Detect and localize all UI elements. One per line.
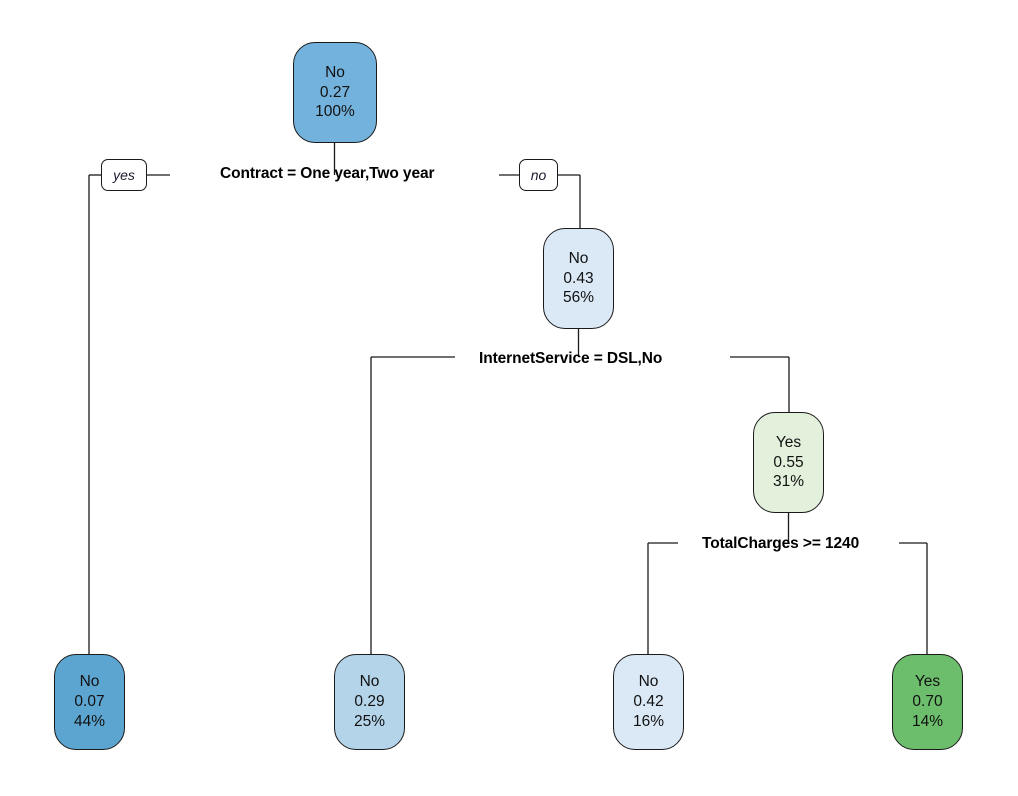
- tree-node-leaf-070[interactable]: Yes 0.70 14%: [892, 654, 963, 750]
- node-class-label: Yes: [775, 433, 802, 451]
- node-class-label: No: [325, 63, 345, 81]
- node-percent: 25%: [353, 712, 386, 730]
- tree-node-leaf-007[interactable]: No 0.07 44%: [54, 654, 125, 750]
- node-probability: 0.70: [912, 693, 943, 711]
- node-probability: 0.55: [773, 453, 804, 471]
- node-probability: 0.29: [354, 693, 385, 711]
- node-percent: 16%: [632, 712, 665, 730]
- tree-node-043[interactable]: No 0.43 56%: [543, 228, 614, 329]
- node-class-label: No: [79, 673, 100, 691]
- node-probability: 0.43: [563, 269, 594, 287]
- node-class-label: Yes: [914, 673, 941, 691]
- node-percent: 14%: [911, 712, 944, 730]
- branch-label-no[interactable]: no: [519, 159, 558, 191]
- tree-node-leaf-042[interactable]: No 0.42 16%: [613, 654, 684, 750]
- node-probability: 0.42: [633, 693, 664, 711]
- node-percent: 56%: [562, 289, 595, 307]
- split-label-internetservice: InternetService = DSL,No: [479, 350, 663, 367]
- split-label-totalcharges: TotalCharges >= 1240: [702, 535, 860, 552]
- tree-node-055[interactable]: Yes 0.55 31%: [753, 412, 824, 513]
- node-class-label: No: [359, 673, 380, 691]
- branch-label-yes[interactable]: yes: [101, 159, 147, 191]
- node-percent: 100%: [315, 103, 355, 121]
- tree-node-leaf-029[interactable]: No 0.29 25%: [334, 654, 405, 750]
- node-probability: 0.07: [74, 693, 105, 711]
- node-class-label: No: [638, 673, 659, 691]
- tree-node-root[interactable]: No 0.27 100%: [293, 42, 377, 143]
- node-percent: 44%: [73, 712, 106, 730]
- node-percent: 31%: [772, 473, 805, 491]
- node-class-label: No: [568, 249, 589, 267]
- split-label-contract: Contract = One year,Two year: [220, 165, 435, 182]
- node-probability: 0.27: [319, 83, 351, 101]
